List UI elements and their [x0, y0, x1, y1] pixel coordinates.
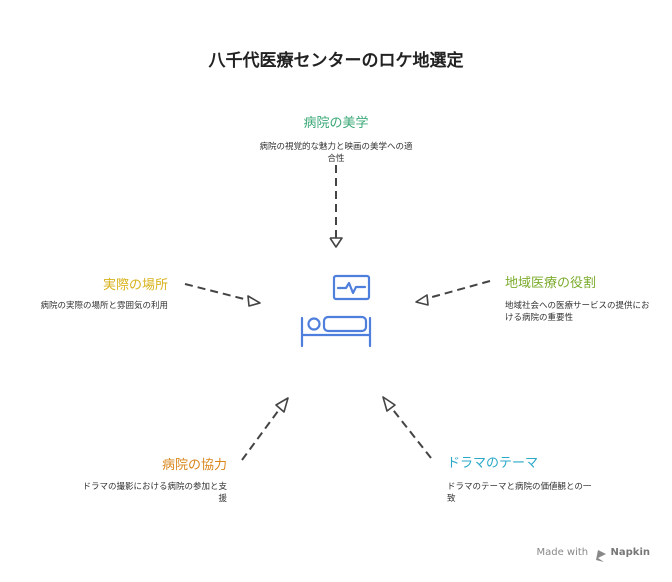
node-bottom-right-desc: ドラマのテーマと病院の価値観との一致	[447, 482, 592, 504]
arrow-bottom-left	[241, 397, 289, 461]
node-top-title: 病院の美学	[303, 116, 369, 131]
node-right-title: 地域医療の役割	[505, 276, 597, 291]
credit: Made with Napkin	[536, 547, 650, 558]
node-top-desc: 病院の視覚的な魅力と映画の美学への適合性	[259, 142, 413, 164]
arrow-left	[184, 283, 261, 307]
arrow-right	[415, 280, 491, 306]
credit-brand: Napkin	[610, 547, 650, 558]
node-bottom-left-title: 病院の協力	[161, 458, 227, 473]
node-right-desc: 地域社会への医療サービスの提供における病院の重要性	[505, 301, 650, 323]
node-bottom-right-title: ドラマのテーマ	[447, 456, 539, 471]
node-bottom-left-desc: ドラマの撮影における病院の参加と支援	[82, 482, 227, 504]
hospital-bed-monitor-icon	[300, 274, 372, 348]
node-left-title: 実際の場所	[102, 278, 168, 293]
diagram-title: 八千代医療センターのロケ地選定	[208, 51, 464, 71]
credit-prefix: Made with	[536, 547, 589, 558]
arrow-bottom-right	[382, 396, 432, 459]
node-left-desc: 病院の実際の場所と雰囲気の利用	[40, 301, 168, 311]
arrow-top	[329, 165, 343, 248]
napkin-logo-icon	[596, 550, 606, 562]
